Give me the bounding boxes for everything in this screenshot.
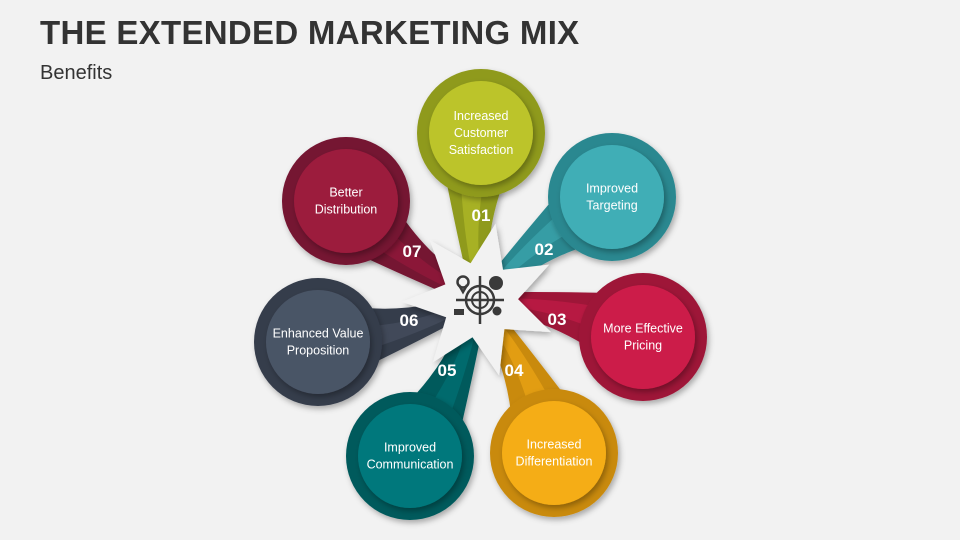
benefit-number: 03 [548, 310, 567, 329]
benefit-number: 01 [472, 206, 491, 225]
page-title: THE EXTENDED MARKETING MIX [40, 14, 580, 51]
page-subtitle: Benefits [40, 62, 113, 84]
benefit-number: 06 [400, 311, 419, 330]
benefit-label: Communication [367, 458, 454, 472]
benefit-label: Increased [527, 438, 582, 452]
benefit-label: Pricing [624, 339, 662, 353]
marketing-target-gear-icon [454, 275, 504, 324]
benefit-label: Proposition [287, 344, 350, 358]
benefit-label: Satisfaction [449, 143, 514, 157]
benefit-label: More Effective [603, 322, 683, 336]
benefit-label: Distribution [315, 203, 378, 217]
benefit-number: 07 [403, 242, 422, 261]
benefit-label: Differentiation [516, 455, 593, 469]
benefit-label: Better [329, 186, 362, 200]
benefit-number: 05 [438, 361, 457, 380]
benefit-number: 02 [535, 240, 554, 259]
benefit-label: Improved [384, 441, 436, 455]
benefit-label: Increased [454, 109, 509, 123]
benefit-label: Customer [454, 126, 508, 140]
benefit-label: Targeting [586, 199, 637, 213]
benefit-number: 04 [505, 361, 524, 380]
benefit-label: Improved [586, 182, 638, 196]
benefit-label: Enhanced Value [273, 327, 364, 341]
